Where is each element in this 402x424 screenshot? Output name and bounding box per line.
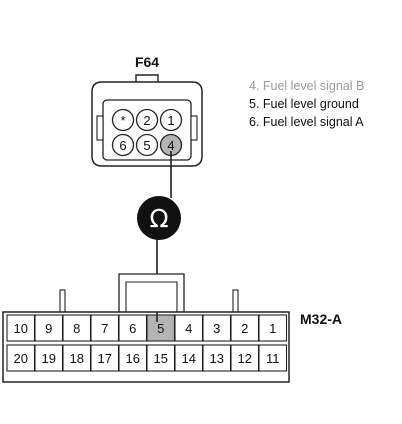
m32a-pin: 10 xyxy=(6,314,36,342)
legend-item: 5. Fuel level ground xyxy=(249,97,359,111)
f64-pin-circle xyxy=(135,108,159,132)
m32a-pin-label: 16 xyxy=(126,351,140,366)
ohmmeter: Ω xyxy=(137,196,181,240)
f64-pin: 5 xyxy=(135,133,159,157)
m32a-pin-highlighted: 5 xyxy=(146,314,176,342)
m32a-pin-label: 6 xyxy=(129,321,136,336)
m32a-pin-cell xyxy=(146,344,176,372)
m32a-pin-cell xyxy=(258,314,288,342)
f64-pin-circle xyxy=(135,133,159,157)
m32a-pin-cell xyxy=(118,314,148,342)
m32a-pin-label: 20 xyxy=(14,351,28,366)
ohmmeter-icon xyxy=(137,196,181,240)
m32a-pin-label: 13 xyxy=(210,351,224,366)
m32a-pin: 1 xyxy=(258,314,288,342)
m32a-pin-label: 9 xyxy=(45,321,52,336)
m32a-pin: 17 xyxy=(90,344,120,372)
connector-m32a-latch-inner xyxy=(125,281,178,312)
f64-pin-label: * xyxy=(120,113,125,128)
f64-pin-circle xyxy=(111,133,135,157)
m32a-pin: 19 xyxy=(34,344,64,372)
m32a-pin: 7 xyxy=(90,314,120,342)
m32a-pin-label: 17 xyxy=(98,351,112,366)
f64-pin-circle xyxy=(159,108,183,132)
connector-m32a-post-left xyxy=(59,289,66,313)
m32a-pin: 16 xyxy=(118,344,148,372)
m32a-pin-cell xyxy=(34,314,64,342)
m32a-pin-cell xyxy=(62,314,92,342)
m32a-pin-cell xyxy=(258,344,288,372)
m32a-pin: 4 xyxy=(174,314,204,342)
m32a-pin-cell xyxy=(202,344,232,372)
f64-pin: 2 xyxy=(135,108,159,132)
m32a-pin: 20 xyxy=(6,344,36,372)
m32a-pin: 6 xyxy=(118,314,148,342)
m32a-pin-label: 14 xyxy=(182,351,196,366)
m32a-pin: 2 xyxy=(230,314,260,342)
m32a-pin: 15 xyxy=(146,344,176,372)
m32a-pin-cell xyxy=(6,314,36,342)
f64-pin-circle xyxy=(111,108,135,132)
m32a-pin-cell xyxy=(230,314,260,342)
pin-legend: 4. Fuel level signal B 5. Fuel level gro… xyxy=(249,79,364,129)
m32a-pin-label: 2 xyxy=(241,321,248,336)
f64-pin-label: 1 xyxy=(167,113,174,128)
m32a-pin-label: 8 xyxy=(73,321,80,336)
m32a-pin-cell-highlighted xyxy=(146,314,176,342)
m32a-pin-cell xyxy=(230,344,260,372)
f64-pin: * xyxy=(111,108,135,132)
m32a-pin-label: 4 xyxy=(185,321,192,336)
m32a-pin: 9 xyxy=(34,314,64,342)
connector-m32a-label: M32-A xyxy=(300,311,342,327)
m32a-pin: 12 xyxy=(230,344,260,372)
f64-pin-label: 4 xyxy=(167,138,174,153)
m32a-pin-label: 12 xyxy=(238,351,252,366)
f64-pin-label: 5 xyxy=(143,138,150,153)
connector-f64-latch xyxy=(135,74,159,82)
legend-item: 4. Fuel level signal B xyxy=(249,79,364,93)
m32a-pin: 11 xyxy=(258,344,288,372)
m32a-pin-label: 19 xyxy=(42,351,56,366)
connector-m32a-post-right xyxy=(232,289,239,313)
m32a-row-bottom: 20 19 18 17 16 15 14 13 12 11 xyxy=(6,344,288,372)
m32a-pin-label: 15 xyxy=(154,351,168,366)
m32a-pin-label: 1 xyxy=(269,321,276,336)
m32a-pin-label: 10 xyxy=(14,321,28,336)
m32a-pin-label: 11 xyxy=(266,351,280,366)
connector-f64-clip-right xyxy=(190,115,198,141)
m32a-pin-label: 7 xyxy=(101,321,108,336)
ohm-symbol: Ω xyxy=(149,204,168,233)
m32a-pin: 8 xyxy=(62,314,92,342)
m32a-pin: 18 xyxy=(62,344,92,372)
m32a-pin-cell xyxy=(174,314,204,342)
m32a-pin: 3 xyxy=(202,314,232,342)
connector-f64-label: F64 xyxy=(135,54,159,70)
m32a-pin-label: 18 xyxy=(70,351,84,366)
m32a-pin-label: 3 xyxy=(213,321,220,336)
m32a-pin-label: 5 xyxy=(157,321,164,336)
m32a-pin: 14 xyxy=(174,344,204,372)
m32a-pin-cell xyxy=(34,344,64,372)
f64-pin: 6 xyxy=(111,133,135,157)
m32a-row-top: 10 9 8 7 6 5 4 3 2 1 xyxy=(6,314,288,342)
m32a-pin-cell xyxy=(62,344,92,372)
m32a-pin: 13 xyxy=(202,344,232,372)
legend-item: 6. Fuel level signal A xyxy=(249,115,364,129)
f64-pin: 1 xyxy=(159,108,183,132)
f64-pin-label: 6 xyxy=(119,138,126,153)
f64-pin-label: 2 xyxy=(143,113,150,128)
m32a-pin-cell xyxy=(202,314,232,342)
connector-f64-clip-left xyxy=(96,115,104,141)
